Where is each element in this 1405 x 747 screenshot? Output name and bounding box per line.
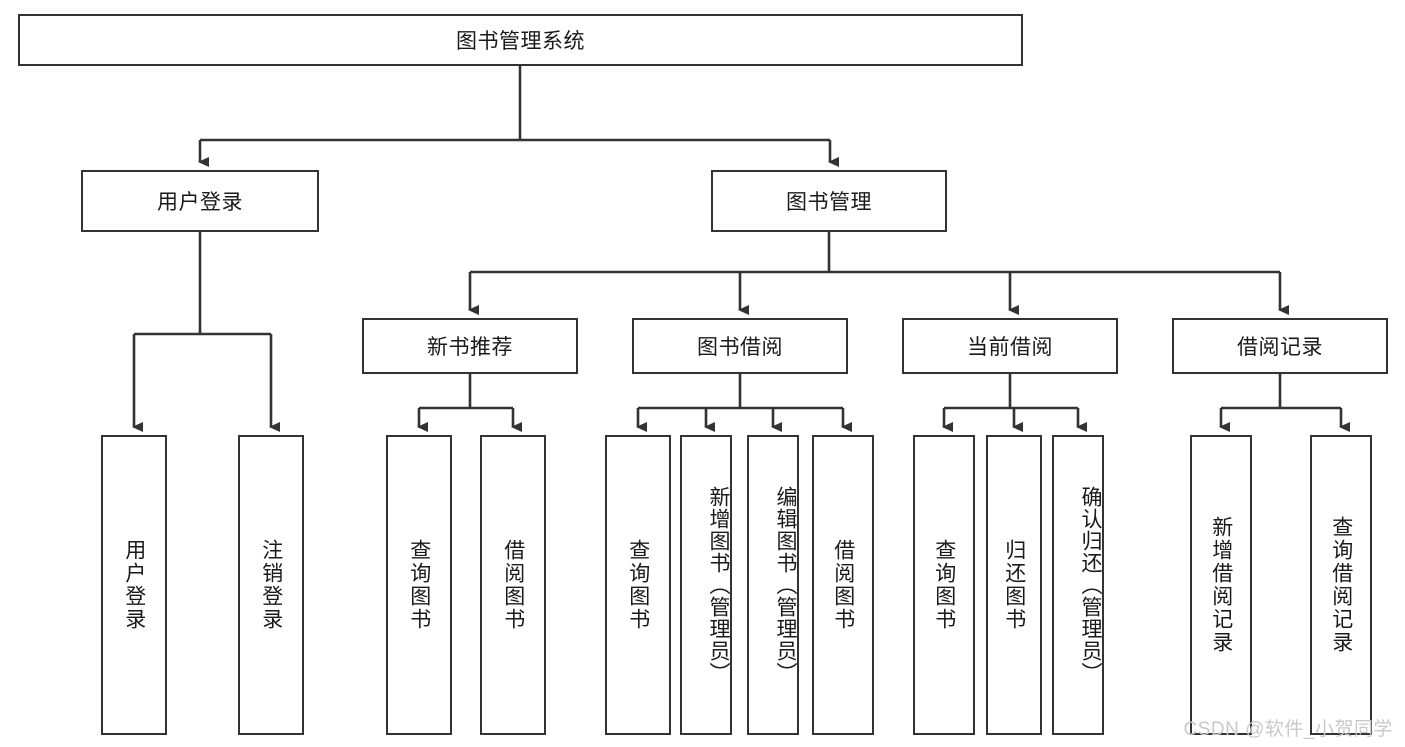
leaf-query-borrow-record[interactable]: 查询借阅记录 (1310, 435, 1372, 735)
leaf-add-book-admin-label: 新增图书（管理员） (707, 486, 730, 684)
leaf-borrow-book-new[interactable]: 借阅图书 (480, 435, 546, 735)
node-current-borrow-label: 当前借阅 (967, 336, 1053, 359)
node-book-borrow[interactable]: 图书借阅 (632, 318, 848, 374)
node-root-label: 图书管理系统 (456, 30, 585, 53)
node-user-login-label: 用户登录 (157, 191, 243, 214)
node-user-login[interactable]: 用户登录 (81, 170, 319, 232)
leaf-add-borrow-record[interactable]: 新增借阅记录 (1190, 435, 1252, 735)
leaf-lend-book[interactable]: 借阅图书 (812, 435, 874, 735)
node-borrow-records[interactable]: 借阅记录 (1172, 318, 1388, 374)
leaf-query-book-borrow-label: 查询图书 (626, 539, 650, 631)
leaf-add-borrow-record-label: 新增借阅记录 (1209, 516, 1233, 654)
leaf-query-book-borrow[interactable]: 查询图书 (605, 435, 671, 735)
watermark-text: CSDN @软件_小贺同学 (1183, 719, 1393, 740)
leaf-user-login[interactable]: 用户登录 (101, 435, 167, 735)
leaf-return-book[interactable]: 归还图书 (986, 435, 1042, 735)
node-book-management-label: 图书管理 (786, 191, 872, 214)
node-book-borrow-label: 图书借阅 (697, 336, 783, 359)
leaf-query-book-new-label: 查询图书 (407, 539, 431, 631)
node-new-book-recommend-label: 新书推荐 (427, 336, 513, 359)
leaf-user-login-label: 用户登录 (122, 539, 146, 631)
leaf-query-book-new[interactable]: 查询图书 (386, 435, 452, 735)
node-borrow-records-label: 借阅记录 (1237, 336, 1323, 359)
node-root[interactable]: 图书管理系统 (18, 14, 1023, 66)
leaf-query-borrow-record-label: 查询借阅记录 (1329, 516, 1353, 654)
node-current-borrow[interactable]: 当前借阅 (902, 318, 1118, 374)
node-book-management[interactable]: 图书管理 (711, 170, 947, 232)
leaf-return-book-label: 归还图书 (1002, 539, 1026, 631)
leaf-edit-book-admin[interactable]: 编辑图书（管理员） (747, 435, 799, 735)
node-new-book-recommend[interactable]: 新书推荐 (362, 318, 578, 374)
leaf-confirm-return-admin[interactable]: 确认归还（管理员） (1052, 435, 1104, 735)
leaf-borrow-book-new-label: 借阅图书 (501, 539, 525, 631)
leaf-query-book-current-label: 查询图书 (932, 539, 956, 631)
leaf-logout-label: 注销登录 (259, 539, 283, 631)
leaf-confirm-return-admin-label: 确认归还（管理员） (1079, 486, 1102, 684)
leaf-edit-book-admin-label: 编辑图书（管理员） (774, 486, 797, 684)
leaf-lend-book-label: 借阅图书 (831, 539, 855, 631)
leaf-add-book-admin[interactable]: 新增图书（管理员） (680, 435, 732, 735)
leaf-logout[interactable]: 注销登录 (238, 435, 304, 735)
leaf-query-book-current[interactable]: 查询图书 (913, 435, 975, 735)
